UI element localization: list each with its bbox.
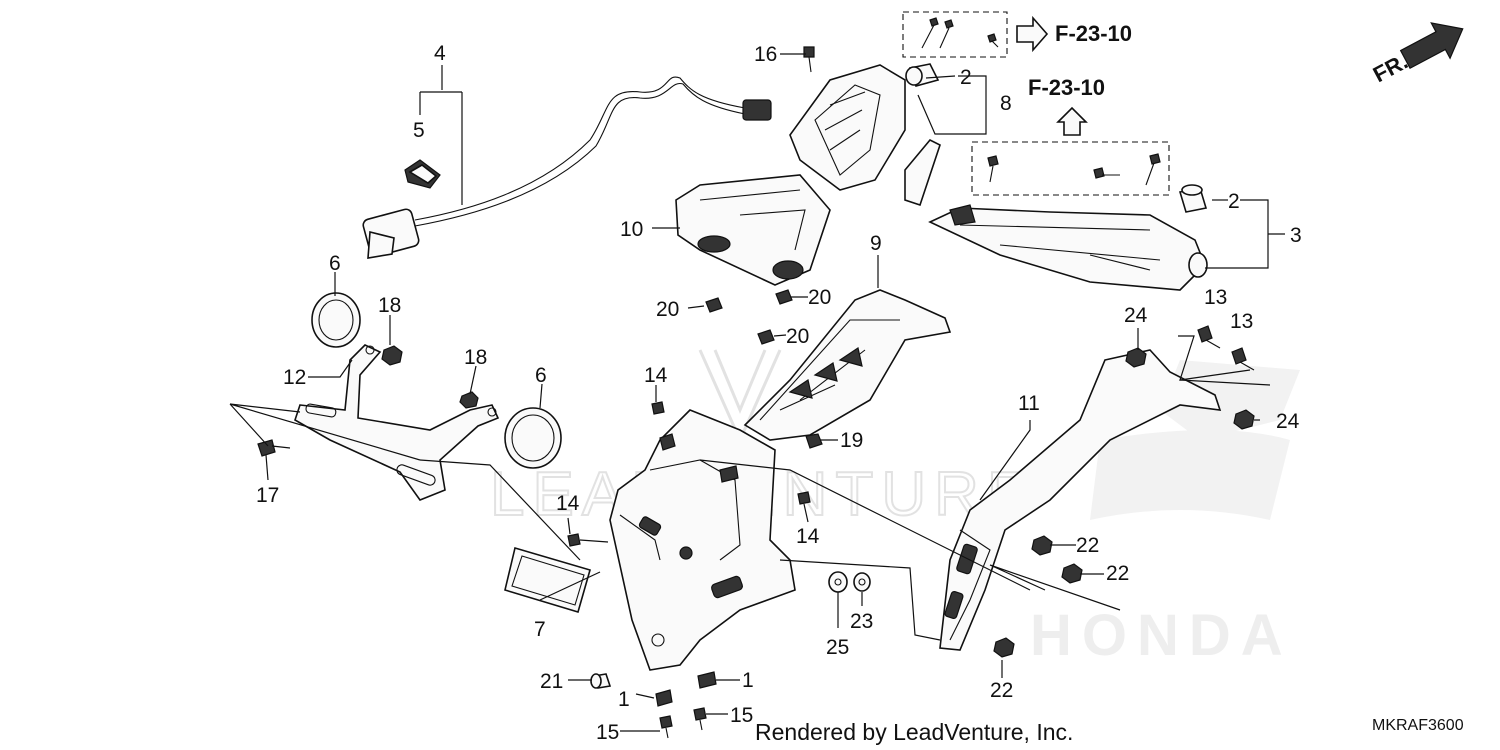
part-20-clip-b[interactable]	[775, 289, 793, 305]
callout-6-left: 6	[329, 252, 341, 275]
part-1-grommet-b[interactable]	[655, 689, 673, 707]
callout-3: 3	[1290, 224, 1302, 247]
part-13-bolt-b[interactable]	[1231, 347, 1255, 371]
svg-text:HONDA: HONDA	[1030, 603, 1293, 668]
callout-20-b: 20	[808, 286, 831, 309]
part-25-washer[interactable]	[828, 571, 848, 593]
part-17-bolt[interactable]	[257, 439, 291, 457]
callout-10: 10	[620, 218, 643, 241]
callout-15-left: 15	[596, 721, 619, 744]
callout-16: 16	[754, 43, 777, 66]
part-15-screw-b[interactable]	[693, 707, 707, 731]
part-23-nut[interactable]	[853, 572, 871, 592]
callout-8: 8	[1000, 92, 1012, 115]
callout-14-a: 14	[644, 364, 668, 387]
part-7-reflector[interactable]	[504, 546, 591, 614]
callout-6-right: 6	[535, 364, 547, 387]
part-4-wire-harness[interactable]	[362, 76, 772, 259]
render-credit: Rendered by LeadVenture, Inc.	[755, 719, 1073, 745]
callout-17: 17	[256, 484, 279, 507]
callout-12: 12	[283, 366, 306, 389]
part-22-nut-b[interactable]	[1061, 563, 1083, 584]
callout-24-b: 24	[1276, 410, 1300, 433]
callout-4: 4	[434, 42, 446, 65]
part-6-grommet-left[interactable]	[311, 292, 361, 348]
callout-22-c: 22	[990, 679, 1013, 702]
part-13-bolt-a[interactable]	[1197, 325, 1221, 349]
callout-24-a: 24	[1124, 304, 1148, 327]
ref-box-upper	[902, 11, 1049, 58]
part-14-bolt-a[interactable]	[651, 401, 665, 415]
callout-18-left: 18	[378, 294, 401, 317]
callout-2-right: 2	[1228, 190, 1240, 213]
reference-label-mid[interactable]: F-23-10	[1028, 75, 1105, 100]
callout-22-a: 22	[1076, 534, 1099, 557]
part-22-nut-c[interactable]	[993, 637, 1015, 658]
callout-22-b: 22	[1106, 562, 1129, 585]
part-15-screw-a[interactable]	[659, 715, 673, 739]
callout-14-b: 14	[556, 492, 580, 515]
part-18-nut-b[interactable]	[459, 391, 479, 409]
part-24-nut-b[interactable]	[1233, 409, 1255, 430]
callout-9: 9	[870, 232, 882, 255]
part-3-tail-light[interactable]	[928, 204, 1208, 291]
part-8-license-light[interactable]	[789, 64, 941, 207]
part-1-grommet-a[interactable]	[697, 671, 717, 689]
part-12-license-bracket[interactable]	[294, 344, 500, 501]
callout-19: 19	[840, 429, 863, 452]
callout-13-b: 13	[1230, 310, 1253, 333]
part-21-bulb-cap[interactable]	[590, 673, 612, 689]
callout-18-mid: 18	[464, 346, 487, 369]
part-14-bolt-b[interactable]	[797, 491, 811, 505]
part-5-clip[interactable]	[404, 159, 441, 189]
callout-labels: 4 5 6 18 12 18 6 17 16 10 9 20 20 20 14 …	[256, 42, 1302, 744]
honda-wing-watermark: HONDA	[1030, 360, 1300, 668]
callout-14-c: 14	[796, 525, 820, 548]
part-2-cap-right[interactable]	[1178, 184, 1208, 213]
ref-box-mid	[971, 106, 1170, 196]
part-16-bolt[interactable]	[803, 46, 815, 73]
callout-20-c: 20	[786, 325, 809, 348]
callout-2-upper: 2	[960, 66, 972, 89]
callout-23: 23	[850, 610, 873, 633]
callout-7: 7	[534, 618, 546, 641]
leader-lines-4-5	[419, 65, 463, 205]
part-10-cover[interactable]	[675, 174, 831, 286]
part-6-grommet-right[interactable]	[504, 407, 562, 469]
callout-1-right: 1	[742, 669, 754, 692]
callout-20-a: 20	[656, 298, 679, 321]
part-22-nut-a[interactable]	[1031, 535, 1053, 556]
diagram-code: MKRAF3600	[1372, 717, 1464, 734]
part-18-nut-a[interactable]	[381, 345, 403, 366]
front-direction-arrow: FR.	[1369, 22, 1464, 87]
callout-11: 11	[1018, 392, 1040, 415]
callout-15-right: 15	[730, 704, 753, 727]
callout-1-left: 1	[618, 688, 630, 711]
callout-25: 25	[826, 636, 849, 659]
part-11-rear-frame-stay[interactable]	[939, 349, 1222, 651]
part-20-clip-a[interactable]	[705, 297, 723, 313]
part-19-nut[interactable]	[805, 433, 823, 449]
part-20-clip-c[interactable]	[757, 329, 775, 345]
leader-lines	[229, 53, 1285, 732]
rear-fender-license-holder[interactable]	[609, 409, 796, 671]
callout-5: 5	[413, 119, 425, 142]
part-9-inner-fender[interactable]	[743, 289, 952, 441]
part-14-bolt-c[interactable]	[567, 533, 581, 547]
callout-13-a: 13	[1204, 286, 1227, 309]
callout-21: 21	[540, 670, 563, 693]
reference-label-top[interactable]: F-23-10	[1055, 21, 1132, 46]
part-2-cap-upper[interactable]	[905, 63, 940, 87]
